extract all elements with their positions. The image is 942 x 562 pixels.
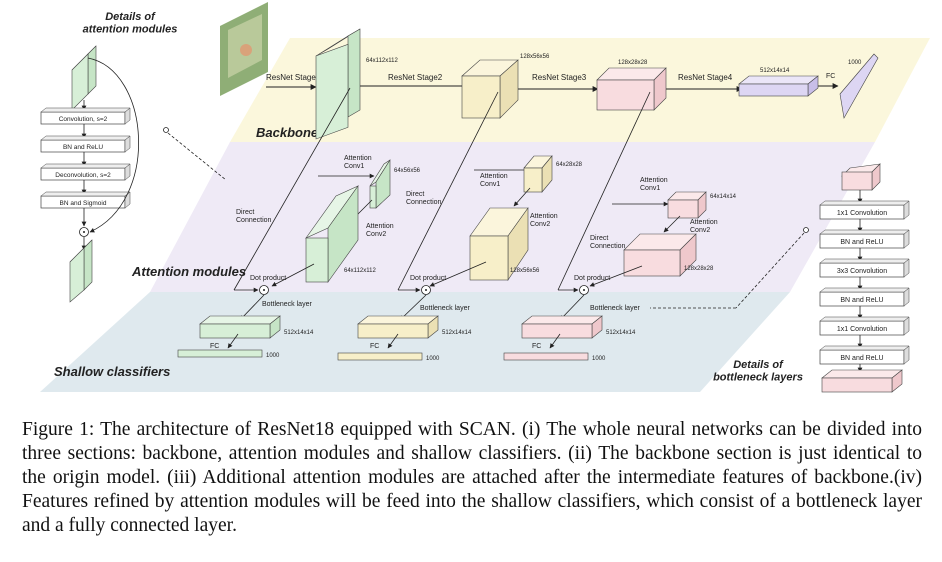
backbone-fc-label: FC: [826, 73, 835, 80]
bottleneck-detail-output: [821, 369, 903, 393]
bn-detail-label-1: 1x1 Convolution: [837, 210, 887, 217]
dim-512x14x14: 512x14x14: [760, 68, 790, 74]
attn-detail-label-1: Convolution, s=2: [59, 116, 108, 123]
bn-detail-box-4: BN and ReLU: [819, 287, 910, 307]
shallow1-dim: 512x14x14: [284, 330, 314, 336]
m1-attention-conv1: [369, 158, 391, 209]
figure-caption: Figure 1: The architecture of ResNet18 e…: [22, 419, 922, 536]
shallow3-fc-dim: 1000: [592, 356, 606, 362]
backbone-label: Backbone: [256, 125, 318, 140]
backbone-plane: [230, 38, 930, 142]
m2-attention-conv2: [469, 207, 529, 281]
dim-128x56x56: 128x56x56: [520, 54, 550, 60]
backbone-feature-4: [738, 75, 819, 97]
shallow2-fc: [337, 352, 423, 361]
stage3-label: ResNet Stage3: [532, 73, 587, 82]
attention-modules-label: Attention modules: [131, 264, 246, 279]
shallow3-fc-label: FC: [532, 343, 541, 350]
backbone-feature-1: [315, 28, 361, 140]
shallow3-fc: [503, 352, 589, 361]
shallow-bottleneck-2: [357, 315, 439, 339]
attn-detail-label-2: BN and ReLU: [63, 144, 103, 151]
backbone-feature-3: [596, 67, 667, 111]
m2-conv2-dim: 128x56x56: [510, 268, 540, 274]
stage2-label: ResNet Stage2: [388, 73, 443, 82]
shallow2-fc-dim: 1000: [426, 356, 440, 362]
attn-detail-box-4: BN and Sigmoid: [40, 191, 131, 209]
bn-detail-label-5: 1x1 Convolution: [837, 326, 887, 333]
m3-bottleneck-label: Bottleneck layer: [590, 305, 640, 312]
dim-128x28x28: 128x28x28: [618, 60, 648, 66]
attn-callout-dot: [163, 127, 169, 133]
attn-detail-label-3: Deconvolution, s=2: [55, 172, 111, 179]
m3-conv1-dim: 64x14x14: [710, 194, 737, 200]
dim-64x112x112: 64x112x112: [366, 58, 398, 64]
shallow2-fc-label: FC: [370, 343, 379, 350]
bn-detail-box-5: 1x1 Convolution: [819, 316, 910, 336]
shallow3-dim: 512x14x14: [606, 330, 636, 336]
stage1-label: ResNet Stage1: [266, 73, 321, 82]
m2-dot-product-label: Dot product: [410, 275, 446, 282]
m2-bottleneck-label: Bottleneck layer: [420, 305, 470, 312]
attn-detail-box-2: BN and ReLU: [40, 135, 131, 153]
backbone-fc: [839, 53, 879, 119]
m3-conv2-dim: 128x28x28: [684, 266, 714, 272]
bn-detail-box-2: BN and ReLU: [819, 229, 910, 249]
bn-detail-box-1: 1x1 Convolution: [819, 200, 910, 220]
backbone-fc-dim: 1000: [848, 60, 862, 66]
attn-detail-box-1: Convolution, s=2: [40, 107, 131, 125]
bn-detail-label-6: BN and ReLU: [840, 355, 883, 362]
m1-dot-product-label: Dot product: [250, 275, 286, 282]
m1-conv2-dim: 64x112x112: [344, 268, 376, 274]
shallow1-fc: [177, 349, 263, 358]
m3-attention-conv2: [623, 233, 697, 277]
m1-bottleneck-label: Bottleneck layer: [262, 301, 312, 308]
bn-detail-box-6: BN and ReLU: [819, 345, 910, 365]
detail-attn-input: [71, 45, 97, 111]
bn-detail-label-4: BN and ReLU: [840, 297, 883, 304]
attn-detail-box-3: Deconvolution, s=2: [40, 163, 131, 181]
shallow-bottleneck-3: [521, 315, 603, 339]
bottleneck-callout-dot: [803, 227, 809, 233]
shallow-bottleneck-1: [199, 315, 281, 339]
shallow-classifiers-label: Shallow classifiers: [54, 364, 170, 379]
backbone-feature-2: [461, 59, 519, 119]
detail-attn-output: [69, 239, 93, 303]
m2-conv1-dim: 64x28x28: [556, 162, 583, 168]
architecture-diagram: Backbone Attention modules Shallow class…: [40, 2, 930, 393]
shallow2-dim: 512x14x14: [442, 330, 472, 336]
bn-detail-label-3: 3x3 Convolution: [837, 268, 887, 275]
stage4-label: ResNet Stage4: [678, 73, 733, 82]
m2-attention-conv1: [523, 155, 553, 193]
m3-attention-conv1: [667, 191, 707, 219]
m1-conv1-dim: 64x56x56: [394, 168, 421, 174]
shallow1-fc-dim: 1000: [266, 353, 280, 359]
attn-detail-label-4: BN and Sigmoid: [60, 200, 107, 207]
bn-detail-label-2: BN and ReLU: [840, 239, 883, 246]
input-image: [220, 2, 268, 96]
bn-detail-box-3: 3x3 Convolution: [819, 258, 910, 278]
shallow1-fc-label: FC: [210, 343, 219, 350]
bottleneck-detail-input: [841, 163, 881, 191]
m3-dot-product-label: Dot product: [574, 275, 610, 282]
m1-attention-conv2: [305, 185, 359, 283]
attn-skip-connection: [87, 57, 139, 233]
